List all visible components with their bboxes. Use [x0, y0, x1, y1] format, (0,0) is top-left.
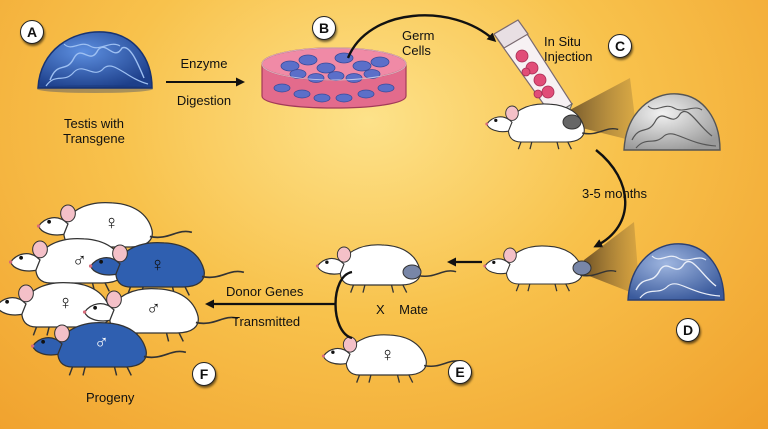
female-symbol-icon: ♀ — [380, 344, 395, 366]
step-badge-d: D — [676, 318, 700, 342]
label-months: 3-5 months — [582, 186, 648, 201]
female-symbol-icon: ♀ — [58, 292, 73, 314]
male-symbol-icon: ♂ — [146, 298, 161, 320]
male-symbol-icon: ♂ — [72, 250, 87, 272]
mouse-colonized — [482, 222, 640, 296]
petri-dish — [261, 47, 407, 109]
testis-transgene — [37, 31, 153, 93]
step-badge-f: F — [192, 362, 216, 386]
label-progeny: Progeny — [86, 390, 135, 405]
progeny-group — [0, 201, 245, 377]
arrow-germ-cells — [346, 14, 497, 59]
step-badge-c: C — [608, 34, 632, 58]
label-testis: Testis with Transgene — [63, 116, 125, 146]
label-digestion: Digestion — [176, 93, 232, 108]
testis-colonized — [627, 243, 725, 301]
label-injection: In Situ Injection — [544, 34, 593, 64]
female-symbol-icon: ♀ — [104, 212, 119, 234]
female-symbol-icon: ♀ — [150, 254, 165, 276]
recipient-mouse — [484, 78, 638, 150]
male-symbol-icon: ♂ — [94, 332, 109, 354]
label-donor-genes: Donor Genes — [226, 284, 304, 299]
label-enzyme: Enzyme — [180, 56, 228, 71]
mouse-male-mate — [315, 244, 457, 294]
label-germ-cells: Germ Cells — [402, 28, 435, 58]
step-badge-b: B — [312, 16, 336, 40]
step-badge-a: A — [20, 20, 44, 44]
label-mate: X Mate — [376, 302, 429, 317]
testis-recipient — [623, 93, 721, 151]
step-badge-e: E — [448, 360, 472, 384]
label-transmitted: Transmitted — [232, 314, 301, 329]
arrow-months — [593, 149, 627, 248]
